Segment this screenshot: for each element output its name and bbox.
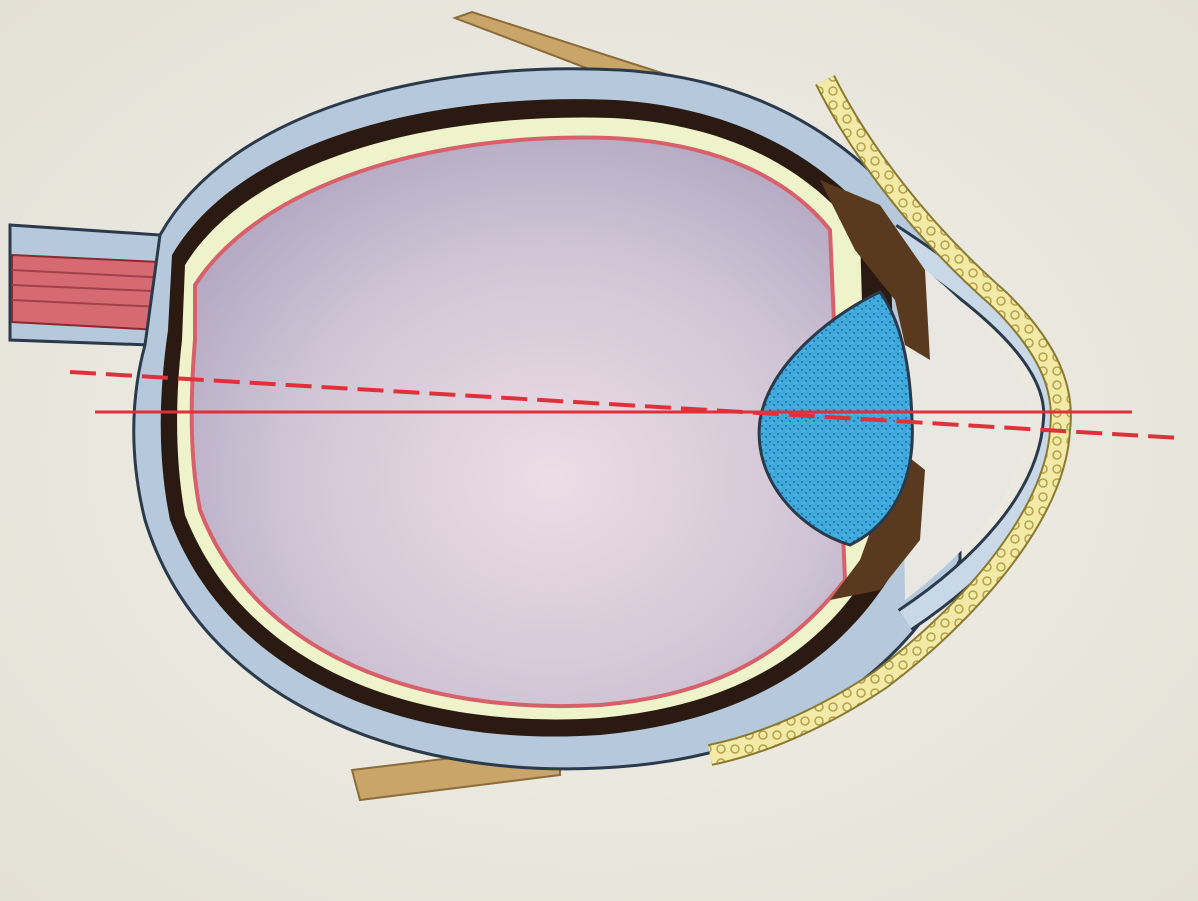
vitreous-body xyxy=(192,138,845,707)
